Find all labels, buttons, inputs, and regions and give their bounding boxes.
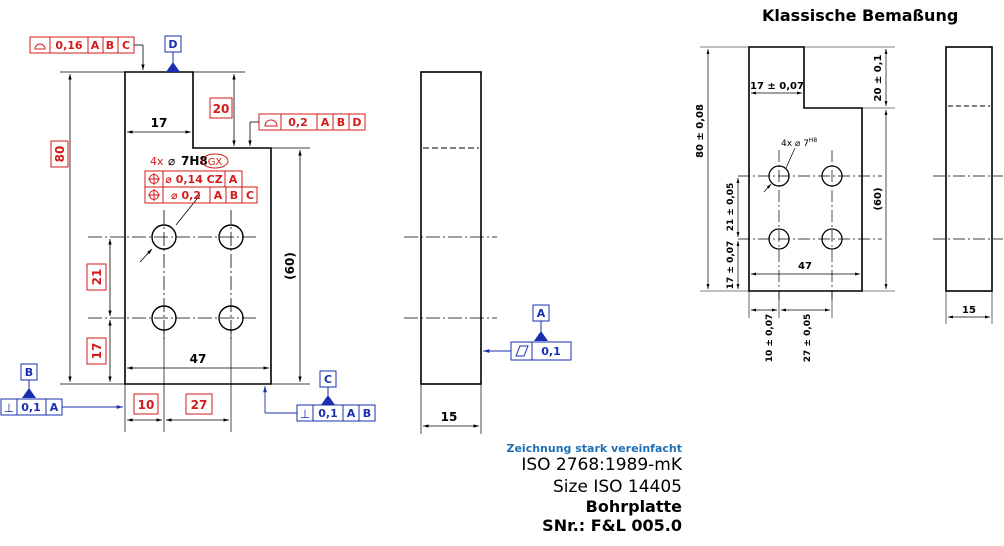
- datum-ref: A: [229, 173, 238, 186]
- perpendicularity-tolerance: 0,1: [21, 401, 41, 414]
- hole: [218, 224, 244, 250]
- datum-ref: C: [122, 39, 130, 52]
- flatness-tolerance: 0,1: [541, 345, 561, 358]
- position-tolerance: ⌀ 0,14 CZ: [165, 173, 222, 186]
- datum-ref: A: [91, 39, 100, 52]
- datum-d: D: [164, 35, 182, 72]
- classic-side-view: [933, 46, 1003, 324]
- classic-dim-60: (60): [873, 187, 884, 210]
- hole-callout: 4x ⌀ 7H8 GX: [150, 153, 229, 169]
- classic-dim-17: 17 ± 0,07: [750, 81, 804, 92]
- classic-dim-17-left: 17 ± 0,07: [726, 241, 736, 290]
- dim-21: 21: [90, 269, 104, 286]
- profile-tolerance: 0,16: [55, 39, 82, 52]
- center-lines: [88, 210, 258, 340]
- classic-dim-47: 47: [798, 261, 812, 272]
- datum-a-flatness: A 0,1: [483, 304, 572, 361]
- datum-ref: A: [214, 189, 223, 202]
- classic-dim-80: 80 ± 0,08: [695, 104, 706, 158]
- datum-ref: B: [363, 407, 371, 420]
- hole-count: 4x: [150, 155, 164, 168]
- datum-c: C ⊥ 0,1 A B: [263, 370, 376, 422]
- classic-dim-10: 10 ± 0,07: [765, 314, 775, 363]
- iso-size-standard: Size ISO 14405: [553, 477, 682, 497]
- classic-dim-15: 15: [962, 305, 976, 316]
- iso-general-tolerance: ISO 2768:1989-mK: [521, 455, 682, 475]
- part-number: SNr.: F&L 005.0: [542, 516, 682, 535]
- position-tolerance: ⌀ 0,2: [171, 189, 201, 202]
- datum-ref: A: [347, 407, 356, 420]
- datum-ref: A: [321, 116, 330, 129]
- datum-ref: B: [230, 189, 238, 202]
- part-name: Bohrplatte: [585, 497, 682, 516]
- gdt-front-view: [60, 71, 310, 432]
- dim-17-top: 17: [151, 116, 168, 130]
- dim-10: 10: [138, 398, 155, 412]
- svg-text:⊥: ⊥: [300, 407, 310, 421]
- classic-dim-20: 20 ± 0,1: [873, 54, 884, 101]
- datum-label: C: [324, 373, 332, 386]
- datum-b: B ⊥ 0,1 A: [0, 363, 123, 416]
- dim-80: 80: [53, 146, 67, 163]
- dim-17-left: 17: [90, 343, 104, 360]
- hole-modifier: GX: [208, 157, 223, 168]
- datum-ref: A: [50, 401, 59, 414]
- datum-ref: B: [106, 39, 114, 52]
- dim-27: 27: [191, 398, 208, 412]
- diameter-symbol: ⌀: [168, 154, 175, 168]
- dim-20: 20: [213, 102, 230, 116]
- profile-frame-abc: 0,16 A B C: [29, 36, 145, 70]
- datum-ref: D: [352, 116, 361, 129]
- svg-text:⊥: ⊥: [4, 401, 14, 415]
- datum-label: A: [537, 307, 546, 320]
- drawing-note: Zeichnung stark vereinfacht: [506, 442, 683, 455]
- position-frames: ⌀ 0,14 CZ A ⌀ 0,2 A B C: [144, 170, 258, 204]
- part-outline: [124, 71, 272, 385]
- classic-title: Klassische Bemaßung: [762, 6, 959, 25]
- datum-label: D: [168, 38, 177, 51]
- perpendicularity-tolerance: 0,1: [318, 407, 338, 420]
- classic-holes: 4x ⌀ 7H8: [781, 137, 817, 149]
- classic-front-view: [700, 46, 895, 318]
- dim-15: 15: [441, 410, 458, 424]
- datum-ref: B: [337, 116, 345, 129]
- profile-tolerance: 0,2: [288, 116, 308, 129]
- gdt-side-view: [404, 71, 497, 434]
- profile-frame-abd: 0,2 A B D: [248, 113, 366, 146]
- dim-47: 47: [190, 352, 207, 366]
- dim-60: (60): [283, 252, 297, 280]
- classic-dim-21: 21 ± 0,05: [726, 183, 736, 232]
- hole: [151, 224, 177, 250]
- datum-label: B: [25, 366, 33, 379]
- hole-size: 7H8: [181, 154, 208, 168]
- datum-ref: C: [246, 189, 254, 202]
- gdt-basic-dimensions: [50, 97, 233, 415]
- classic-dim-27: 27 ± 0,05: [803, 314, 813, 363]
